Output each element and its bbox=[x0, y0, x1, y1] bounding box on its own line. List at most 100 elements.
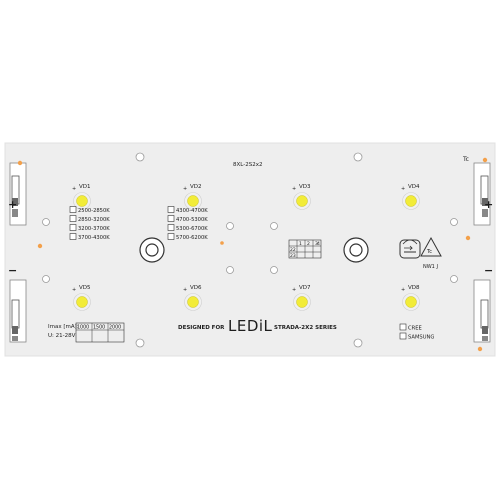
led-polarity: + bbox=[183, 287, 187, 293]
led-vd2: VD2+ bbox=[183, 184, 202, 210]
led-array: VD1+VD2+VD3+VD4+VD5+VD6+VD7+VD8+ bbox=[72, 184, 420, 311]
led-vd1: VD1+ bbox=[72, 184, 91, 210]
led-polarity: + bbox=[292, 287, 296, 293]
led-vd8: VD8+ bbox=[401, 285, 420, 311]
mounting-hole bbox=[135, 338, 145, 348]
cct-label: 5700-6200K bbox=[176, 235, 208, 241]
led-polarity: + bbox=[401, 186, 405, 192]
led-vd5: VD5+ bbox=[72, 285, 91, 311]
led-polarity: + bbox=[72, 287, 76, 293]
series-label: STRADA-2X2 SERIES bbox=[274, 325, 337, 331]
pad bbox=[37, 243, 43, 249]
screw-pad-right bbox=[343, 237, 369, 263]
cct-checkbox bbox=[69, 206, 77, 213]
pad bbox=[17, 160, 23, 166]
led-label: VD5 bbox=[79, 285, 91, 291]
ledil-logo: LEDiL bbox=[228, 317, 273, 335]
cct-label: 3200-3700K bbox=[78, 226, 110, 232]
pin-row: 22 bbox=[290, 247, 296, 253]
mounting-hole bbox=[353, 338, 363, 348]
mounting-hole bbox=[42, 275, 50, 283]
led-polarity: + bbox=[292, 186, 296, 192]
minus-sign-right: − bbox=[484, 264, 493, 277]
cct-checkbox bbox=[167, 233, 175, 240]
connector-right-top bbox=[473, 162, 491, 226]
mounting-hole bbox=[42, 218, 50, 226]
manufacturer-label: SAMSUNG bbox=[408, 335, 434, 341]
led-label: VD1 bbox=[79, 184, 91, 190]
imax-block: Imax [mA]: 1000 1500 2000 U: 21-28V bbox=[48, 322, 125, 343]
connector-left-top bbox=[9, 162, 27, 226]
led-label: VD8 bbox=[408, 285, 420, 291]
rohs-triangle-icon: Tc bbox=[420, 236, 442, 257]
mounting-hole bbox=[450, 275, 458, 283]
solder-pads bbox=[17, 157, 488, 352]
pcb-substrate bbox=[4, 142, 496, 357]
led-polarity: + bbox=[401, 287, 405, 293]
pad bbox=[482, 157, 488, 163]
pad bbox=[220, 241, 224, 245]
plus-sign-right: + bbox=[484, 198, 493, 211]
board-model-label: 8XL-2S2x2 bbox=[233, 162, 262, 168]
cct-label: 4700-5300K bbox=[176, 217, 208, 223]
led-label: VD3 bbox=[299, 184, 311, 190]
pin-col: 2 bbox=[307, 241, 310, 247]
mounting-holes bbox=[42, 152, 458, 348]
led-label: VD2 bbox=[190, 184, 202, 190]
screw-pad-left bbox=[139, 237, 165, 263]
pad bbox=[465, 235, 471, 241]
mounting-hole bbox=[270, 222, 278, 230]
cct-checkbox bbox=[167, 206, 175, 213]
cct-checkbox bbox=[167, 215, 175, 222]
cct-list-right: 4300-4700K 4700-5300K 5300-6700K 5700-6200K bbox=[167, 206, 208, 241]
cct-label: 4300-4700K bbox=[176, 208, 208, 214]
mounting-hole bbox=[270, 266, 278, 274]
manufacturer-label: CREE bbox=[408, 326, 422, 332]
led-polarity: + bbox=[183, 186, 187, 192]
pin-row: 23 bbox=[290, 253, 296, 259]
plus-sign-left: + bbox=[8, 198, 17, 211]
cct-label: 3700-4300K bbox=[78, 235, 110, 241]
tc-label: Tc bbox=[462, 156, 469, 163]
connector-right-bottom bbox=[473, 279, 491, 343]
led-vd4: VD4+ bbox=[401, 184, 420, 210]
cct-checkbox bbox=[167, 224, 175, 231]
imax-value: 1500 bbox=[93, 325, 105, 331]
mounting-hole bbox=[226, 266, 234, 274]
cct-checkbox bbox=[69, 215, 77, 222]
cct-label: 2500-2850K bbox=[78, 208, 110, 214]
led-label: VD7 bbox=[299, 285, 311, 291]
mounting-hole bbox=[226, 222, 234, 230]
led-vd6: VD6+ bbox=[183, 285, 202, 311]
footprint-label: NW1 J bbox=[423, 264, 438, 270]
led-vd3: VD3+ bbox=[292, 184, 311, 210]
mounting-hole bbox=[353, 152, 363, 162]
imax-value: 1000 bbox=[77, 325, 89, 331]
cct-label: 2850-3200K bbox=[78, 217, 110, 223]
led-label: VD4 bbox=[408, 184, 420, 190]
cct-list-left: 2500-2850K 2850-3200K 3200-3700K 3700-4300K bbox=[69, 206, 110, 241]
designed-for-label: DESIGNED FOR bbox=[178, 325, 225, 331]
cct-checkbox bbox=[69, 233, 77, 240]
imax-value: 2000 bbox=[109, 325, 121, 331]
connector-left-bottom bbox=[9, 279, 27, 343]
led-vd7: VD7+ bbox=[292, 285, 311, 311]
led-polarity: + bbox=[72, 186, 76, 192]
pin-table: 1 2 3 4 22 23 bbox=[288, 239, 322, 259]
manufacturer-checkbox bbox=[399, 332, 407, 340]
mounting-hole bbox=[450, 218, 458, 226]
svg-text:Tc: Tc bbox=[426, 249, 432, 255]
manufacturer-list: CREE SAMSUNG bbox=[399, 323, 434, 341]
imax-label: Imax [mA]: bbox=[48, 324, 79, 330]
class-symbol-icon bbox=[399, 239, 421, 259]
manufacturer-checkbox bbox=[399, 323, 407, 331]
pin-col: 4 bbox=[317, 241, 320, 247]
mounting-hole bbox=[135, 152, 145, 162]
pin-col: 3 bbox=[315, 241, 318, 247]
cct-label: 5300-6700K bbox=[176, 226, 208, 232]
pad bbox=[477, 346, 483, 352]
voltage-label: U: 21-28V bbox=[48, 333, 76, 339]
cct-checkbox bbox=[69, 224, 77, 231]
pin-col: 1 bbox=[299, 241, 302, 247]
